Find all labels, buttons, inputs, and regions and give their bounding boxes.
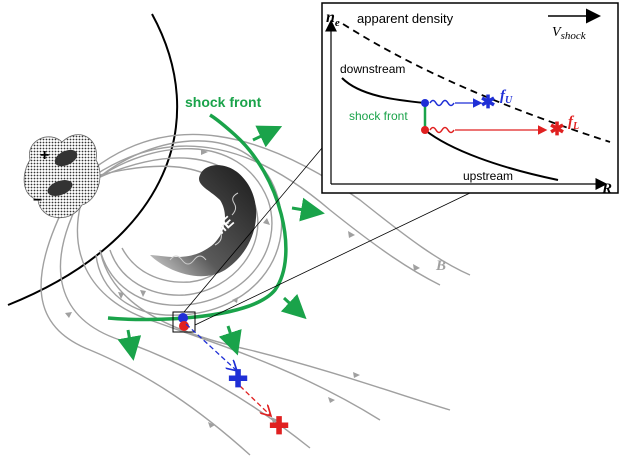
inset-shock-front-label: shock front	[349, 109, 408, 123]
field-loop	[97, 157, 259, 296]
lower-apparent-source: ✚	[269, 413, 289, 440]
upstream-label: upstream	[463, 169, 513, 183]
field-line	[94, 145, 441, 286]
polarity-minus: −	[33, 192, 42, 209]
field-loop	[94, 148, 273, 306]
lower-emission-path	[239, 385, 270, 415]
shock-propagation-arrows	[117, 125, 325, 361]
upper-wave	[429, 99, 455, 107]
downstream-density-curve	[341, 77, 426, 104]
f-lower-marker: ✱	[549, 119, 564, 139]
magnetic-field-label: B	[435, 258, 446, 274]
sunspot-region	[23, 134, 101, 219]
upper-apparent-source: ✚	[228, 366, 248, 393]
active-region: + −	[23, 134, 101, 219]
inset-y-label: ne	[326, 9, 340, 29]
sun-limb	[7, 13, 179, 306]
f-upper-label: fU	[500, 88, 513, 106]
cme-helical-twist	[169, 192, 239, 265]
lower-wave	[429, 126, 455, 134]
upstream-density-curve	[424, 129, 559, 181]
lower-emission-source	[179, 321, 189, 331]
zoom-connector	[194, 192, 471, 326]
inset-frame	[321, 2, 619, 194]
density-inset: ne R apparent density Vshock downstream …	[321, 2, 619, 197]
f-lower-label: fL	[568, 114, 579, 132]
downstream-label: downstream	[340, 62, 405, 76]
field-loop	[89, 140, 283, 316]
shock-front-label: shock front	[185, 94, 262, 110]
inset-upper-source	[421, 99, 429, 107]
apparent-density-label: apparent density	[357, 11, 454, 26]
upper-emission-source	[178, 313, 188, 323]
zoom-connector	[183, 147, 323, 313]
field-line	[99, 249, 451, 411]
cme-body: CME	[150, 165, 257, 277]
polarity-plus: +	[40, 147, 49, 164]
sunspot-positive	[54, 149, 78, 167]
sunspot-negative	[47, 180, 73, 196]
f-upper-marker: ✱	[480, 92, 495, 112]
field-line	[40, 194, 251, 456]
upper-emission-path	[185, 323, 236, 370]
apparent-density-curve	[342, 23, 611, 143]
inset-lower-source	[421, 126, 429, 134]
v-shock-label: Vshock	[552, 25, 587, 42]
inset-x-label: R	[601, 181, 612, 197]
